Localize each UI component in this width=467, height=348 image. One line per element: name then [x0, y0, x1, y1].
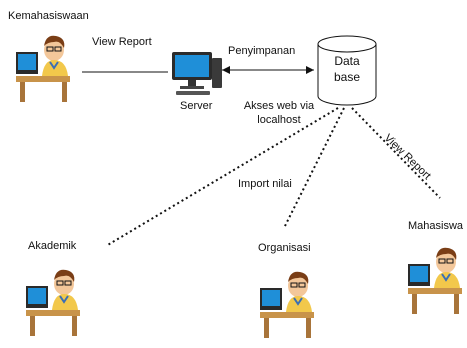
- edge-label-akses-web-line2: localhost: [257, 114, 301, 126]
- user-icon-organisasi: [260, 271, 314, 338]
- database-label-line2: base: [333, 70, 361, 84]
- arrowhead-left: [222, 66, 230, 74]
- database-node: Data base: [316, 34, 378, 108]
- edge-label-akses-web-line1: Akses web via: [243, 100, 315, 112]
- edge-label-view-report-top: View Report: [92, 36, 152, 48]
- arrowhead-right: [306, 66, 314, 74]
- server-computer-icon: [172, 52, 222, 95]
- mahasiswa-label: Mahasiswa: [408, 220, 464, 232]
- organisasi-label: Organisasi: [258, 242, 311, 254]
- database-cylinder-icon: [317, 35, 377, 106]
- user-icon-akademik: [26, 269, 80, 336]
- kemahasiswaan-label: Kemahasiswaan: [8, 10, 89, 22]
- line-database-akademik: [105, 107, 339, 247]
- akademik-label: Akademik: [28, 240, 77, 252]
- edge-label-penyimpanan: Penyimpanan: [228, 45, 296, 57]
- line-database-organisasi: [283, 107, 345, 229]
- database-label-line1: Data: [334, 54, 360, 68]
- user-icon-mahasiswa: [408, 247, 462, 314]
- edge-label-import-nilai: Import nilai: [238, 178, 292, 190]
- user-icon-kemahasiswaan: [16, 35, 70, 102]
- line-database-mahasiswa: [351, 107, 441, 199]
- server-label: Server: [180, 100, 213, 112]
